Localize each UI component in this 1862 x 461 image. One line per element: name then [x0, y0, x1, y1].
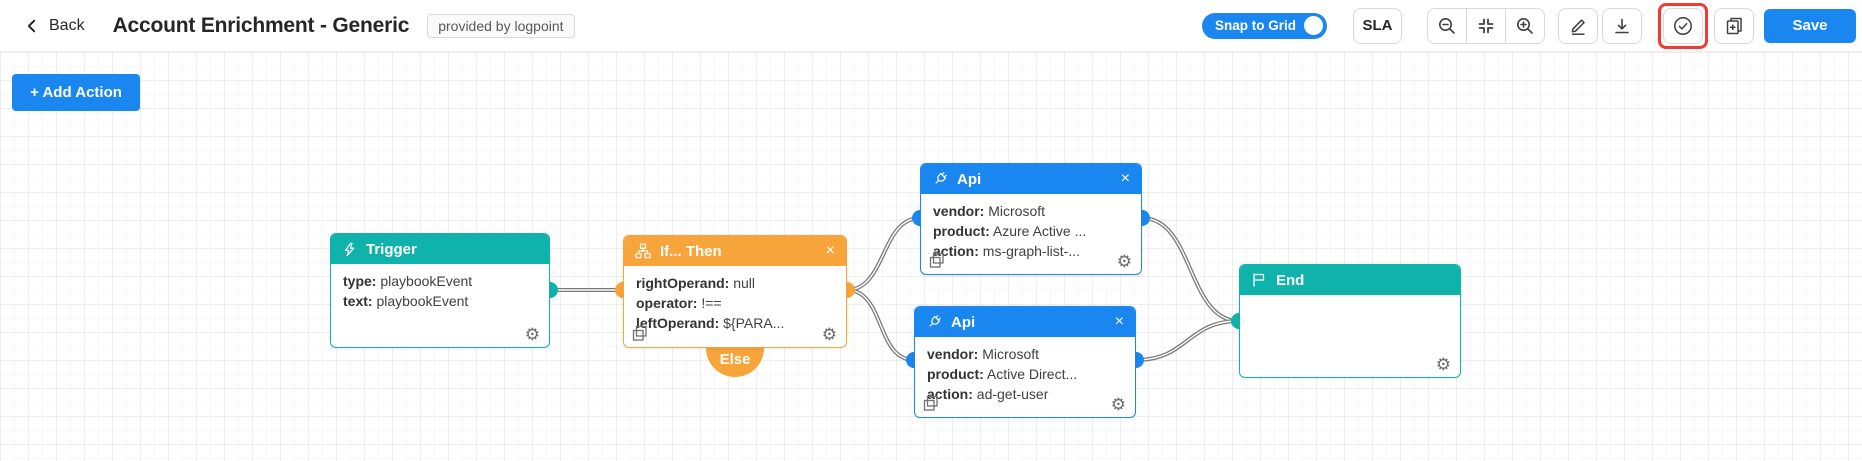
snap-to-grid-toggle[interactable]: Snap to Grid [1202, 12, 1327, 39]
sla-button[interactable]: SLA [1353, 7, 1402, 44]
pencil-icon [1568, 16, 1588, 36]
validate-highlight-box [1658, 2, 1708, 49]
node-api-ad[interactable]: Api × vendor: Microsoft product: Active … [914, 306, 1136, 418]
node-title: If... Then [660, 242, 722, 260]
node-field: vendor: Microsoft [927, 346, 1040, 362]
fit-view-button[interactable] [1466, 7, 1506, 44]
node-field: text: playbookEvent [343, 293, 469, 309]
node-field: action: ad-get-user [927, 386, 1049, 402]
toolbar-header: Back Account Enrichment - Generic provid… [0, 0, 1862, 52]
node-end[interactable]: End ⚙ [1239, 264, 1461, 378]
zoom-controls [1427, 7, 1545, 44]
edge-api-top-end [1141, 216, 1240, 323]
plug-icon [926, 314, 942, 330]
lightning-bolt-icon [342, 242, 357, 257]
close-icon[interactable]: × [1120, 170, 1130, 187]
provided-by-badge: provided by logpoint [427, 13, 575, 38]
node-field: operator: !== [636, 295, 722, 311]
node-title: Api [957, 170, 982, 188]
duplicate-playbook-button[interactable] [1714, 7, 1754, 44]
back-label: Back [49, 16, 85, 34]
zoom-in-button[interactable] [1505, 7, 1545, 44]
node-api-azure[interactable]: Api × vendor: Microsoft product: Azure A… [920, 163, 1142, 275]
download-button[interactable] [1602, 7, 1642, 44]
zoom-out-icon [1437, 16, 1457, 36]
node-title: End [1276, 271, 1305, 289]
check-circle-icon [1672, 15, 1694, 37]
gear-icon[interactable]: ⚙ [1110, 395, 1126, 414]
node-field: type: playbookEvent [343, 273, 473, 289]
save-button[interactable]: Save [1764, 8, 1856, 43]
else-port-badge[interactable]: Else [706, 347, 764, 377]
duplicate-node-icon[interactable] [632, 325, 648, 341]
node-field: product: Active Direct... [927, 366, 1078, 382]
node-trigger[interactable]: Trigger type: playbookEvent text: playbo… [330, 233, 550, 348]
duplicate-node-icon[interactable] [929, 252, 945, 268]
edge-ifthen-api-bottom [846, 288, 915, 362]
chevron-left-icon [24, 18, 40, 34]
copy-document-icon [1724, 16, 1744, 36]
duplicate-node-icon[interactable] [923, 395, 939, 411]
node-title: Trigger [366, 240, 417, 258]
edge-api-bottom-end [1135, 319, 1240, 362]
fit-view-icon [1476, 16, 1496, 36]
zoom-out-button[interactable] [1427, 7, 1467, 44]
close-icon[interactable]: × [825, 242, 835, 259]
back-button[interactable]: Back [24, 17, 85, 35]
sitemap-icon [635, 243, 651, 259]
edit-button[interactable] [1558, 7, 1598, 44]
node-if-then[interactable]: If... Then × rightOperand: null operator… [623, 235, 847, 348]
node-title: Api [951, 313, 976, 331]
download-icon [1612, 16, 1632, 36]
gear-icon[interactable]: ⚙ [821, 325, 837, 344]
close-icon[interactable]: × [1114, 313, 1124, 330]
zoom-in-icon [1515, 16, 1535, 36]
gear-icon[interactable]: ⚙ [1116, 252, 1132, 271]
page-title: Account Enrichment - Generic [112, 13, 410, 37]
node-field: leftOperand: ${PARA... [636, 315, 785, 331]
gear-icon[interactable]: ⚙ [1435, 355, 1451, 374]
edge-ifthen-api-top [846, 216, 921, 292]
plug-icon [932, 171, 948, 187]
toggle-knob [1304, 16, 1323, 35]
flag-icon [1251, 272, 1267, 288]
validate-button[interactable] [1663, 7, 1703, 44]
toolbar-right: Snap to Grid SLA [1202, 2, 1856, 49]
snap-to-grid-label: Snap to Grid [1215, 18, 1296, 33]
add-action-button[interactable]: + Add Action [12, 74, 140, 111]
node-field: product: Azure Active ... [933, 223, 1087, 239]
playbook-canvas[interactable]: + Add Action Else Trigger type: playbook… [0, 52, 1862, 461]
node-field: rightOperand: null [636, 275, 756, 291]
gear-icon[interactable]: ⚙ [524, 325, 540, 344]
node-field: vendor: Microsoft [933, 203, 1046, 219]
node-field: action: ms-graph-list-... [933, 243, 1081, 259]
